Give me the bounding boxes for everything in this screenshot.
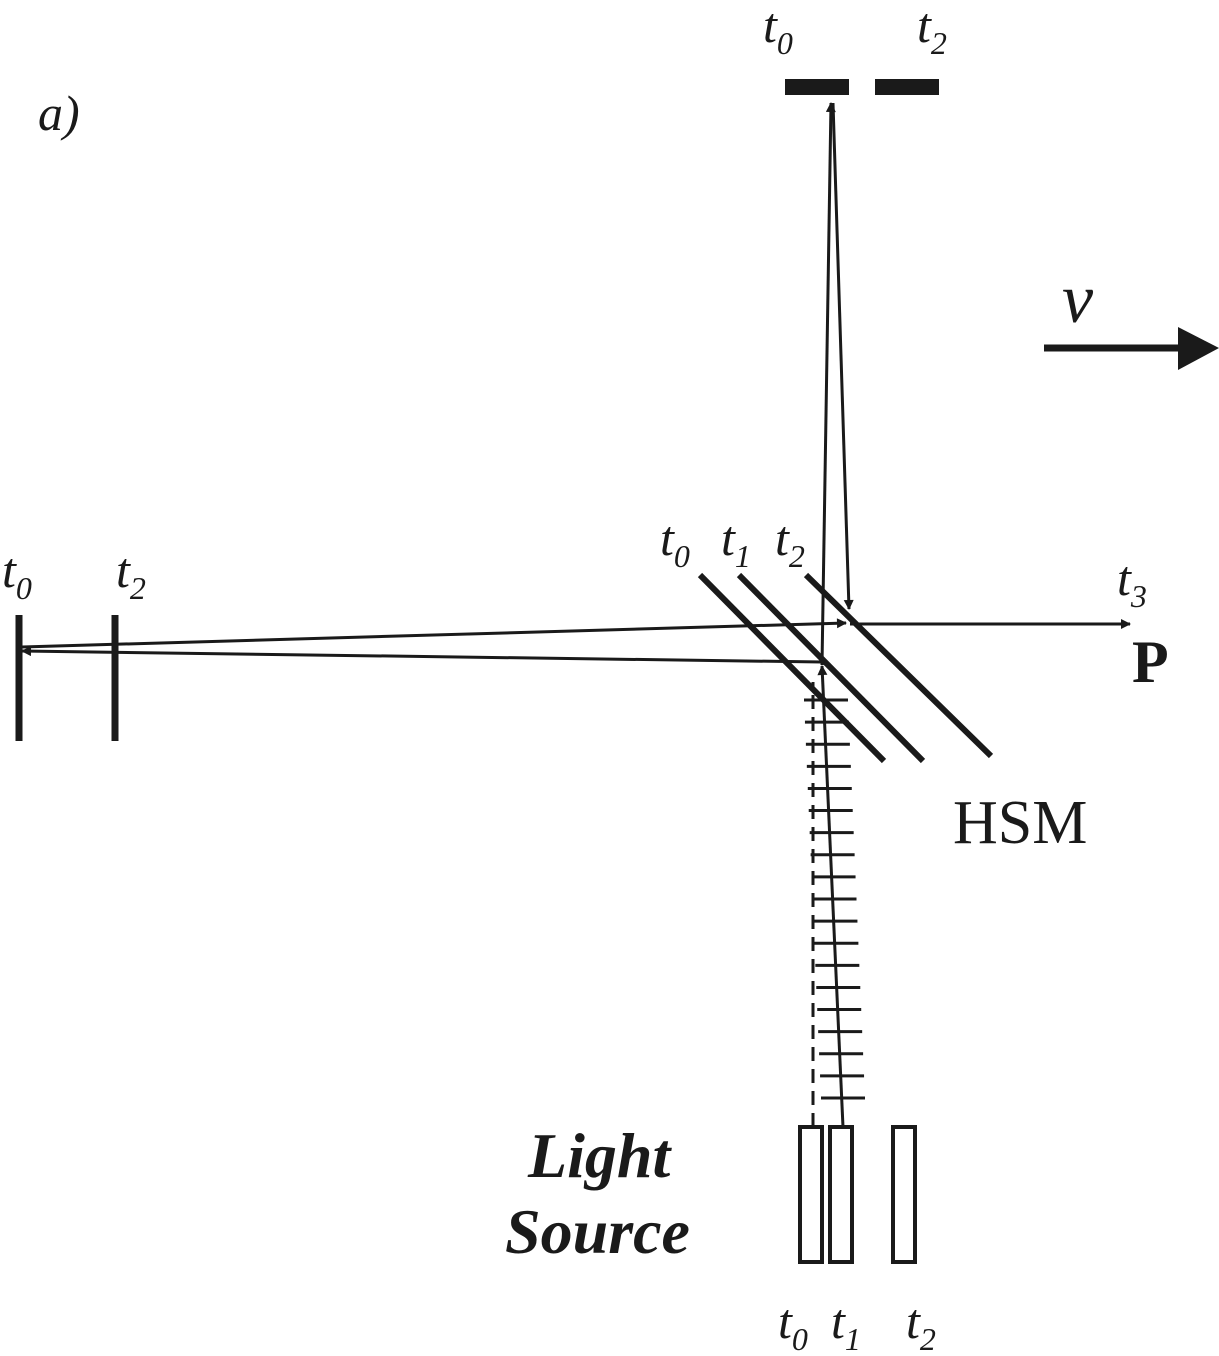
beam-back-from-left-mirror xyxy=(21,618,847,649)
left-mirror-label-t2: t2 xyxy=(116,542,146,606)
light-paths xyxy=(21,102,1131,1128)
hsm-t2 xyxy=(803,572,994,759)
hsm-t1 xyxy=(736,572,926,764)
output: t3 P xyxy=(1117,550,1169,695)
light-source: Light Source t0 t1 t2 xyxy=(505,1120,936,1356)
beam-from-source xyxy=(817,665,845,1128)
wavefront-ticks xyxy=(804,698,865,1100)
output-label-t3: t3 xyxy=(1117,550,1147,614)
hsm-label-t0: t0 xyxy=(660,510,690,574)
light-source-label-line2: Source xyxy=(505,1196,690,1267)
top-mirror: t0 t2 xyxy=(763,0,947,95)
velocity-symbol: v xyxy=(1062,261,1094,338)
top-mirror-label-t2: t2 xyxy=(917,0,947,61)
output-point-label: P xyxy=(1132,629,1169,695)
velocity-indicator: v xyxy=(1044,261,1219,370)
hsm-label-t2: t2 xyxy=(775,510,805,574)
light-source-t0 xyxy=(798,1125,824,1264)
light-source-label-t2: t2 xyxy=(906,1293,936,1356)
light-source-label-t1: t1 xyxy=(831,1293,861,1356)
velocity-arrow-head xyxy=(1178,327,1219,370)
beam-up-to-top-mirror xyxy=(820,102,836,666)
half-silvered-mirror: t0 t1 t2 HSM xyxy=(660,510,1087,857)
hsm-t0 xyxy=(697,572,887,764)
light-source-t1 xyxy=(828,1125,854,1264)
beam-down-from-top-mirror xyxy=(831,102,854,610)
panel-label: a) xyxy=(38,85,80,141)
left-mirror: t0 t2 xyxy=(2,542,146,741)
top-mirror-label-t0: t0 xyxy=(763,0,793,61)
light-source-label-t0: t0 xyxy=(778,1293,808,1356)
left-mirror-label-t0: t0 xyxy=(2,542,32,606)
hsm-label: HSM xyxy=(953,789,1087,857)
hsm-label-t1: t1 xyxy=(721,510,751,574)
light-source-t2 xyxy=(891,1125,917,1264)
light-source-label-line1: Light xyxy=(527,1120,672,1191)
beam-to-left-mirror xyxy=(21,646,823,664)
